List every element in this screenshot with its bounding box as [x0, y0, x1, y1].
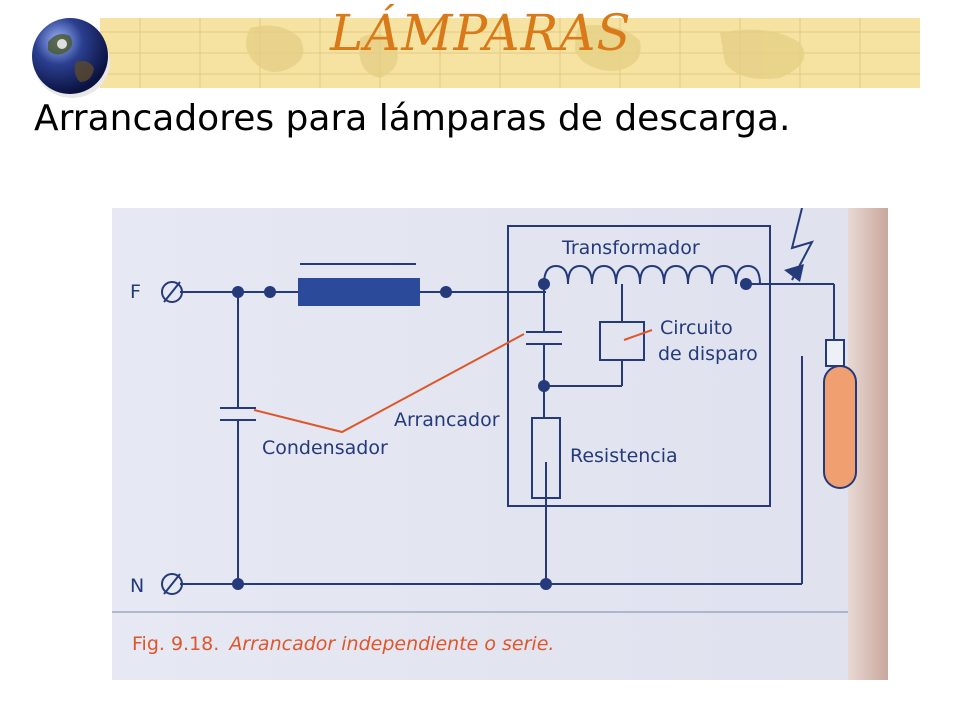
- circuit-diagram: F N Transformador Circuito: [112, 208, 888, 680]
- title-banner: [100, 18, 920, 88]
- resistor-label: Resistencia: [570, 445, 678, 467]
- globe-icon: [28, 12, 116, 100]
- starter-capacitor-symbol: [526, 331, 562, 345]
- capacitor-label: Condensador: [262, 437, 388, 459]
- transformer-box: [507, 225, 771, 507]
- caption-text: Arrancador independiente o serie.: [227, 633, 554, 655]
- neutral-label: N: [130, 575, 144, 597]
- figure-caption: Fig. 9.18. Arrancador independiente o ser…: [132, 633, 554, 655]
- world-map-texture: [100, 18, 920, 88]
- starter-label: Arrancador: [394, 409, 500, 431]
- resistor-symbol: [531, 417, 561, 499]
- trigger-circuit-box: [599, 321, 645, 361]
- capacitor-symbol: [220, 407, 256, 421]
- label-pointers: [253, 333, 525, 434]
- slide-title: LÁMPARAS: [330, 4, 632, 62]
- scan-background: [112, 208, 888, 680]
- trigger-label-line1: Circuito: [660, 317, 733, 339]
- transformer-label: Transformador: [561, 237, 700, 259]
- ballast: [298, 278, 420, 306]
- discharge-lamp: [823, 339, 857, 489]
- trigger-label-line2: de disparo: [658, 343, 758, 365]
- slide-subtitle: Arrancadores para lámparas de descarga.: [34, 98, 791, 139]
- lightning-icon: [790, 208, 814, 281]
- caption-number: Fig. 9.18.: [132, 633, 219, 655]
- neutral-terminal-icon: [161, 573, 183, 595]
- phase-label: F: [130, 281, 141, 303]
- transformer-coil: [543, 264, 761, 285]
- phase-terminal-icon: [161, 281, 183, 303]
